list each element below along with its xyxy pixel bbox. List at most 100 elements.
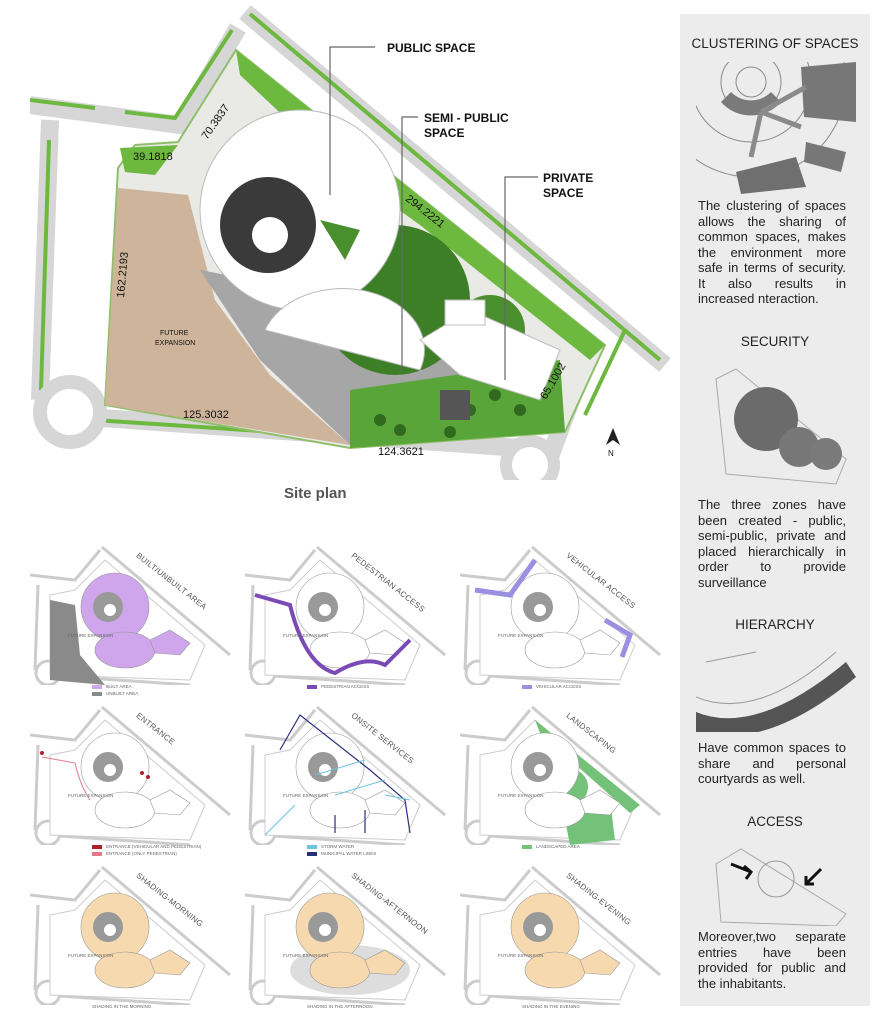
central-court-light	[252, 217, 288, 253]
legend-item: STORM WATER	[307, 843, 376, 850]
legend-label: VEHICULAR ACCESS	[536, 684, 582, 689]
callout-public-space: PUBLIC SPACE	[387, 41, 476, 55]
callout-semi-public-line1: SEMI - PUBLIC	[424, 111, 509, 125]
legend-item: ENTRANCE (VEHICULAR AND PEDESTRIAN)	[92, 843, 201, 850]
future-expansion-label: FUTURE EXPANSION	[68, 953, 114, 958]
legend-label: SHADING IN THE AFTERNOON	[307, 1004, 373, 1009]
future-expansion-label: FUTURE EXPANSION	[498, 793, 544, 798]
legend-item: PEDESTRIAN ACCESS	[307, 683, 369, 690]
north-label: N	[608, 449, 614, 458]
legend-item: LANDSCAPED AREA	[522, 843, 580, 850]
diagram-legend: STORM WATER MUNICIPAL WATER LINES	[307, 843, 376, 857]
legend-label: LANDSCAPED AREA	[536, 844, 580, 849]
text-clustering: The clustering of spaces allows the shar…	[698, 198, 846, 306]
concept-panel: CLUSTERING OF SPACES The clustering of s…	[680, 14, 870, 1006]
clustering-plan-image	[696, 62, 856, 194]
legend-label: UNBUILT AREA	[106, 691, 139, 696]
legend-label: ENTRANCE (VEHICULAR AND PEDESTRIAN)	[106, 844, 202, 849]
diagram-legend: ENTRANCE (VEHICULAR AND PEDESTRIAN) ENTRA…	[92, 843, 201, 857]
callout-semi-public-line2: SPACE	[424, 126, 465, 140]
legend-swatch	[307, 851, 317, 856]
future-expansion-label: FUTURE EXPANSION	[68, 633, 114, 638]
legend-item: UNBUILT AREA	[92, 690, 138, 697]
dim-39: 39.1818	[133, 151, 173, 163]
text-security: The three zones have been created - publ…	[698, 497, 846, 590]
future-expansion-label: FUTURE EXPANSION	[283, 953, 329, 958]
callout-private-line1: PRIVATE	[543, 171, 594, 185]
legend-label: BUILT AREA	[106, 684, 132, 689]
future-expansion-label: FUTURE EXPANSION	[498, 953, 544, 958]
diagram-legend: LANDSCAPED AREA	[522, 843, 580, 850]
heading-clustering: CLUSTERING OF SPACES	[691, 36, 859, 51]
diagram-legend: SHADING IN THE AFTERNOON	[307, 1003, 373, 1010]
dim-125: 125.3032	[183, 409, 229, 421]
legend-label: STORM WATER	[321, 844, 355, 849]
legend-item: VEHICULAR ACCESS	[522, 683, 581, 690]
legend-item: SHADING IN THE EVENING	[522, 1003, 580, 1010]
future-expansion-label: FUTURE EXPANSION	[283, 633, 329, 638]
callout-private-line2: SPACE	[543, 186, 584, 200]
legend-swatch	[92, 851, 102, 856]
diagram-legend: SHADING IN THE MORNING	[92, 1003, 151, 1010]
future-expansion-label: FUTURE	[160, 330, 189, 337]
dim-124: 124.3621	[378, 446, 424, 458]
future-expansion-label: FUTURE EXPANSION	[283, 793, 329, 798]
buildings	[199, 109, 561, 401]
access-plan-image	[715, 848, 847, 926]
entry-arrow-icon	[730, 862, 754, 880]
future-expansion-label: FUTURE EXPANSION	[68, 793, 114, 798]
text-hierarchy: Have common spaces to share and personal…	[698, 740, 846, 786]
diagram-legend: PEDESTRIAN ACCESS	[307, 683, 369, 690]
legend-item: SHADING IN THE AFTERNOON	[307, 1003, 373, 1010]
site-plan-caption: Site plan	[284, 485, 347, 502]
legend-swatch	[92, 691, 102, 696]
future-expansion-area	[105, 188, 350, 445]
legend-label: PEDESTRIAN ACCESS	[321, 684, 370, 689]
plaza-block	[440, 390, 470, 420]
diagram-legend: VEHICULAR ACCESS	[522, 683, 581, 690]
legend-label: SHADING IN THE EVENING	[522, 1004, 580, 1009]
legend-swatch	[92, 844, 102, 849]
legend-label: SHADING IN THE MORNING	[92, 1004, 152, 1009]
text-access: Moreover,two separate entries have been …	[698, 929, 846, 991]
legend-swatch	[92, 684, 102, 689]
future-expansion-label: FUTURE EXPANSION	[498, 633, 544, 638]
hierarchy-plan-image	[696, 651, 856, 732]
green-corner	[120, 145, 178, 175]
legend-item: MUNICIPAL WATER LINES	[307, 850, 376, 857]
roundabout-west	[33, 375, 107, 449]
entry-arrow-icon	[804, 867, 823, 886]
legend-swatch	[307, 844, 317, 849]
callout-semi-public-space: SEMI - PUBLIC SPACE	[424, 111, 509, 141]
legend-item: SHADING IN THE MORNING	[92, 1003, 151, 1010]
callout-private-space: PRIVATE SPACE	[543, 171, 593, 201]
heading-hierarchy: HIERARCHY	[735, 617, 815, 632]
security-zones-image	[715, 368, 847, 485]
future-expansion-label-2: EXPANSION	[155, 340, 195, 347]
legend-label: ENTRANCE (ONLY PEDESTRIAN)	[106, 851, 177, 856]
heading-security: SECURITY	[740, 334, 810, 349]
diagram-legend: BUILT AREA UNBUILT AREA	[92, 683, 138, 697]
legend-swatch	[522, 844, 532, 849]
dim-162: 162.2193	[115, 251, 131, 298]
legend-swatch	[522, 684, 532, 689]
diagram-legend: SHADING IN THE EVENING	[522, 1003, 580, 1010]
heading-access: ACCESS	[747, 814, 803, 829]
green-slice	[320, 220, 360, 260]
legend-swatch	[307, 684, 317, 689]
legend-item: BUILT AREA	[92, 683, 138, 690]
site-plan-drawing: 70.3837 39.1818 294.2221 162.2193 125.30…	[30, 5, 670, 480]
roundabout-east	[500, 435, 560, 480]
north-arrow-icon	[606, 428, 620, 445]
legend-item: ENTRANCE (ONLY PEDESTRIAN)	[92, 850, 201, 857]
legend-label: MUNICIPAL WATER LINES	[321, 851, 377, 856]
